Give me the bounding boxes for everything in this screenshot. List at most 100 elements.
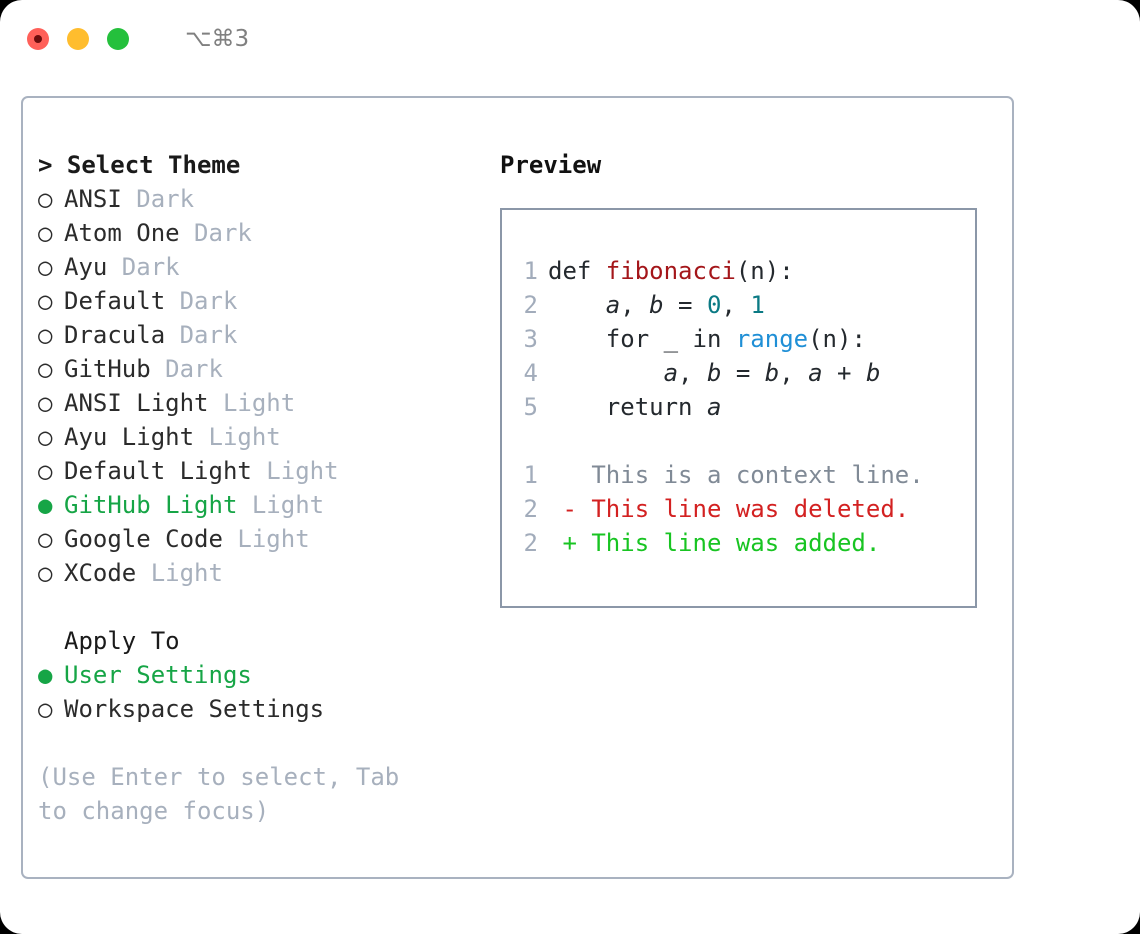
code-line: 4 a, b = b, a + b (502, 356, 975, 390)
theme-item-variant-tag: Dark (150, 355, 223, 383)
apply-to-item[interactable]: ○ Workspace Settings (38, 692, 478, 726)
theme-item-variant-tag: Light (222, 525, 310, 553)
code-token: , (721, 291, 751, 319)
code-token: fibonacci (605, 257, 736, 285)
radio-unselected-icon: ○ (38, 321, 53, 349)
theme-item-label: Ayu Light (64, 423, 195, 451)
code-token: return (548, 393, 707, 421)
radio-unselected-icon: ○ (38, 525, 53, 553)
code-line-number: 2 (523, 291, 538, 319)
code-token: a (706, 393, 722, 421)
code-token: This is (548, 461, 707, 489)
code-token: (n): (808, 325, 866, 353)
code-line-content: return a (548, 390, 722, 424)
theme-item-label: XCode (64, 559, 137, 587)
select-theme-header: > Select Theme (38, 151, 241, 179)
theme-item-label: GitHub Light (64, 491, 238, 519)
theme-item[interactable]: ○Atom One Dark (38, 216, 478, 250)
code-token: - This line was deleted. (548, 495, 910, 523)
theme-item-variant-tag: Light (208, 389, 296, 417)
theme-item-variant-tag: Dark (165, 287, 238, 315)
apply-to-header: Apply To (64, 627, 180, 655)
main-panel: > Select Theme ○ANSI Dark○Atom One Dark○… (21, 96, 1014, 879)
theme-item[interactable]: ○ GitHub Dark (38, 352, 478, 386)
close-button-icon[interactable] (27, 28, 49, 50)
theme-list[interactable]: ○ANSI Dark○Atom One Dark○Ayu Dark○Defaul… (38, 182, 478, 590)
code-line: 3 for _ in range(n): (502, 322, 975, 356)
code-token: , (678, 359, 707, 387)
minimize-button-icon[interactable] (67, 28, 89, 50)
code-line-number: 2 (523, 495, 538, 523)
theme-item-label: GitHub (64, 355, 151, 383)
apply-to-list[interactable]: ●User Settings ○ Workspace Settings (38, 658, 478, 726)
title-bar: ⌥⌘3 (0, 0, 1140, 78)
code-line-content: a, b = b, a + b (548, 356, 881, 390)
code-token: a (605, 291, 621, 319)
code-line: 5 return a (502, 390, 975, 424)
radio-unselected-icon: ○ (38, 253, 53, 281)
apply-to-item-label: User Settings (64, 661, 252, 689)
code-line-content: def fibonacci(n): (548, 254, 794, 288)
radio-unselected-icon: ○ (38, 695, 53, 723)
preview-title: Preview (500, 151, 602, 179)
apply-to-item-label: Workspace Settings (64, 695, 325, 723)
code-token: , (620, 291, 650, 319)
code-token: = (663, 291, 707, 319)
theme-item-label: Default (64, 287, 166, 315)
radio-unselected-icon: ○ (38, 389, 53, 417)
code-line-content: a, b = 0, 1 (548, 288, 765, 322)
theme-item-variant-tag: Dark (107, 253, 180, 281)
zoom-button-icon[interactable] (107, 28, 129, 50)
code-line-content: for _ in range(n): (548, 322, 866, 356)
theme-item-label: Ayu (64, 253, 108, 281)
code-token: = (721, 359, 765, 387)
theme-item[interactable]: ○ Dracula Dark (38, 318, 478, 352)
code-token: def (548, 257, 606, 285)
theme-item[interactable]: ○ Google Code Light (38, 522, 478, 556)
code-line-number: 1 (523, 257, 538, 285)
code-token (548, 359, 664, 387)
theme-item[interactable]: ○ANSI Dark (38, 182, 478, 216)
code-line-number: 2 (523, 529, 538, 557)
theme-item[interactable]: ○ XCode Light (38, 556, 478, 590)
theme-item[interactable]: ○ ANSI Light Light (38, 386, 478, 420)
code-token: b (706, 359, 722, 387)
window-controls (27, 28, 129, 50)
code-token: for _ in (548, 325, 736, 353)
theme-item-label: Google Code (64, 525, 223, 553)
code-line-number: 1 (523, 461, 538, 489)
code-token: a (706, 461, 722, 489)
theme-item[interactable]: ○ Ayu Dark (38, 250, 478, 284)
theme-item[interactable]: ○ Default Dark (38, 284, 478, 318)
keyboard-shortcut-label: ⌥⌘3 (185, 26, 250, 52)
radio-unselected-icon: ○ (38, 355, 53, 383)
code-line-number: 4 (523, 359, 538, 387)
code-line: 1 def fibonacci(n): (502, 254, 975, 288)
code-token: context line. (721, 461, 924, 489)
section-spacer (38, 590, 478, 624)
code-token: 0 (706, 291, 722, 319)
theme-item-label: ANSI Light (64, 389, 209, 417)
theme-item-label: ANSI (64, 185, 122, 213)
theme-selector-column: > Select Theme ○ANSI Dark○Atom One Dark○… (38, 148, 478, 828)
code-line: 2 a, b = 0, 1 (502, 288, 975, 322)
theme-item-label: Dracula (64, 321, 166, 349)
theme-item-variant-tag: Dark (165, 321, 238, 349)
code-token: a (663, 359, 679, 387)
theme-item-variant-tag: Dark (121, 185, 195, 213)
radio-unselected-icon: ○ (38, 287, 53, 315)
theme-item-label: Default Light (64, 457, 252, 485)
theme-item[interactable]: ○Ayu Light Light (38, 420, 478, 454)
theme-item[interactable]: ●GitHub Light Light (38, 488, 478, 522)
radio-unselected-icon: ○ (38, 559, 53, 587)
theme-item-variant-tag: Light (194, 423, 281, 451)
theme-item-variant-tag: Light (136, 559, 223, 587)
code-token: , (779, 359, 809, 387)
apply-to-item[interactable]: ●User Settings (38, 658, 478, 692)
code-token: + (822, 359, 866, 387)
theme-item[interactable]: ○Default Light Light (38, 454, 478, 488)
